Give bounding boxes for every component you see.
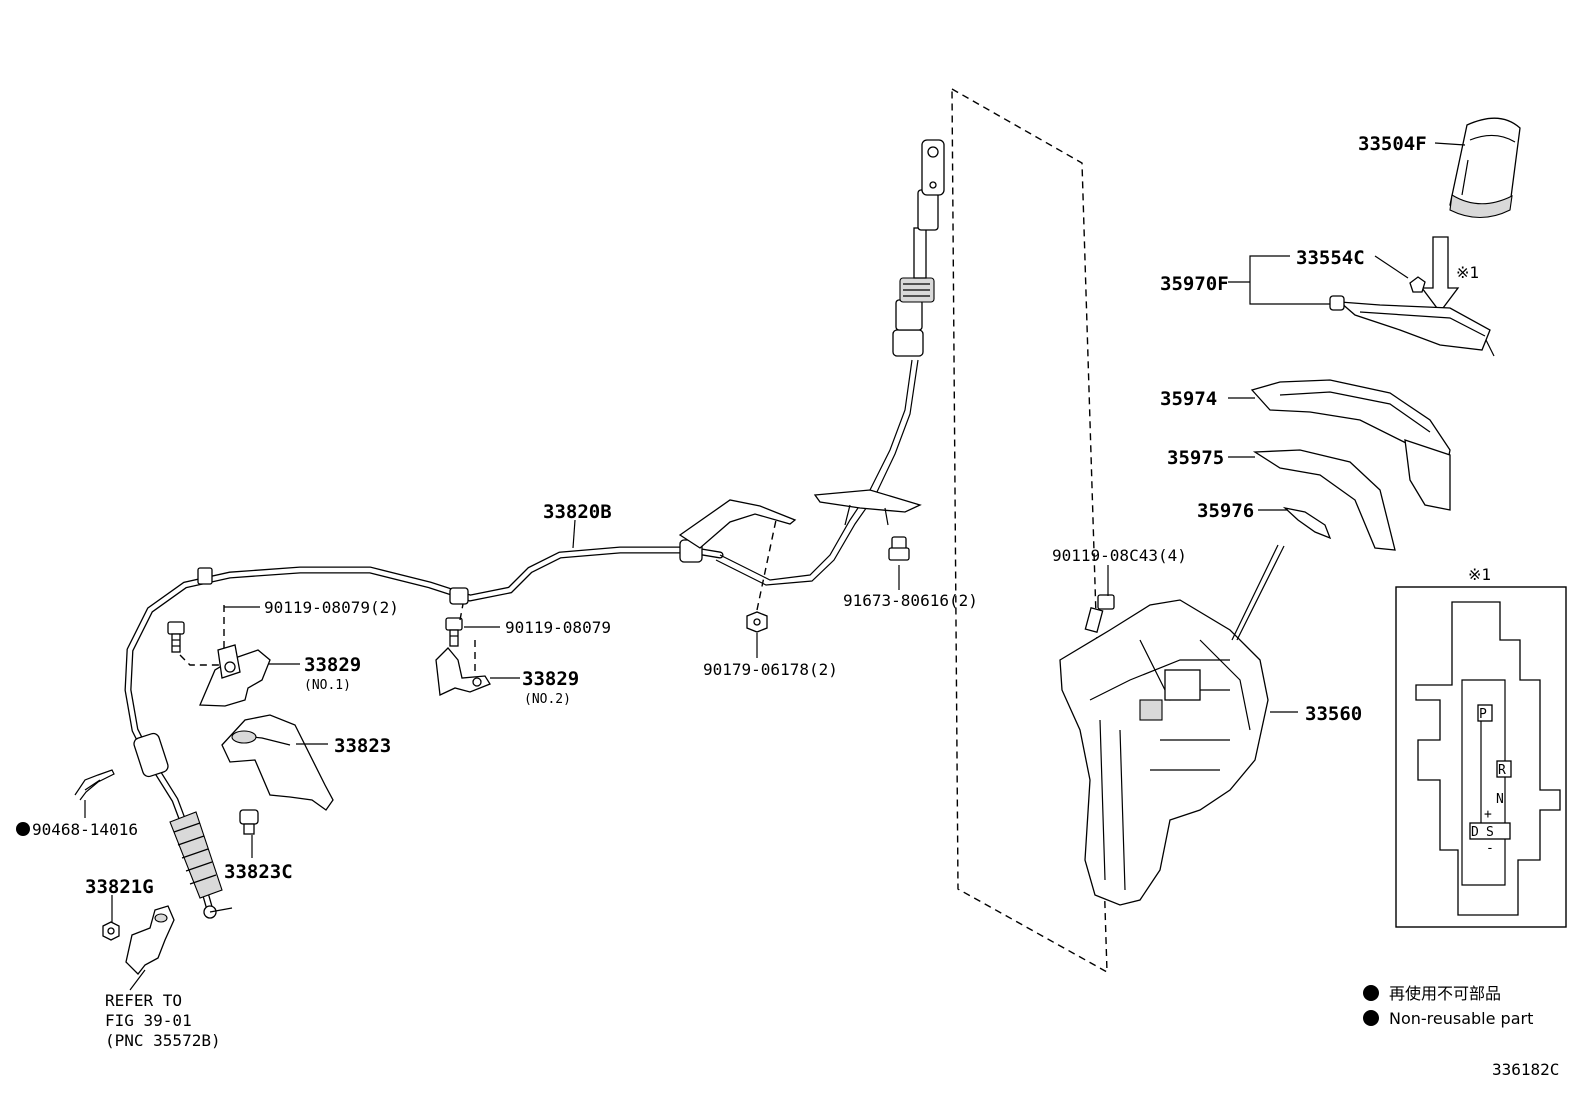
non-reusable-dot-90468 xyxy=(16,822,30,836)
label-35975: 35975 xyxy=(1167,447,1224,469)
gate-plus: + xyxy=(1484,807,1492,822)
label-33829-no1: 33829 xyxy=(304,654,361,676)
bolt-90119-08079[interactable] xyxy=(445,617,463,647)
label-33823C: 33823C xyxy=(224,861,293,883)
detail-box: P R N D S + - xyxy=(1395,586,1567,928)
leader-lines xyxy=(84,142,1466,991)
label-33829-no1-sub: (NO.1) xyxy=(304,678,351,693)
assembly-boundary-dashed xyxy=(951,88,1108,974)
shift-knob-33504F[interactable] xyxy=(1449,117,1521,218)
bolt-33823C[interactable] xyxy=(239,809,259,835)
legend-dot-jp xyxy=(1363,985,1379,1001)
label-90119-08079: 90119-08079 xyxy=(505,618,611,637)
label-90119-08C43: 90119-08C43(4) xyxy=(1052,546,1187,565)
label-35970F: 35970F xyxy=(1160,273,1229,295)
refer-line-3: (PNC 35572B) xyxy=(105,1031,221,1050)
gate-N: N xyxy=(1496,792,1504,807)
label-33821G: 33821G xyxy=(85,876,154,898)
label-33820B: 33820B xyxy=(543,501,612,523)
label-35974: 35974 xyxy=(1160,388,1217,410)
figure-code: 336182C xyxy=(1492,1060,1559,1079)
label-note-mark: ※1 xyxy=(1456,263,1479,282)
gate-minus: - xyxy=(1486,841,1494,856)
gate-S: S xyxy=(1486,825,1494,840)
legend-dot-en xyxy=(1363,1010,1379,1026)
refer-line-2: FIG 39-01 xyxy=(105,1011,192,1030)
nut-90179-06178[interactable] xyxy=(746,611,768,633)
cover-33823[interactable] xyxy=(221,714,334,811)
gate-D: D xyxy=(1471,825,1479,840)
bracket-ref-fig-39-01[interactable] xyxy=(125,905,175,975)
label-90119-08079-2: 90119-08079(2) xyxy=(264,598,399,617)
label-33560: 33560 xyxy=(1305,703,1362,725)
clip-90468-14016[interactable] xyxy=(74,769,115,801)
label-33823: 33823 xyxy=(334,735,391,757)
trim-35974[interactable] xyxy=(1250,379,1451,511)
label-33554C: 33554C xyxy=(1296,247,1365,269)
piece-35976[interactable] xyxy=(1282,506,1332,540)
legend-text-jp: 再使用不可部品 xyxy=(1389,984,1501,1003)
gate-R: R xyxy=(1498,763,1506,778)
bolt-91673-80616[interactable] xyxy=(888,536,910,561)
bracket-33829-no1[interactable] xyxy=(199,644,271,707)
label-33829-no2: 33829 xyxy=(522,668,579,690)
detail-box-title: ※1 xyxy=(1468,565,1491,584)
nut-33821G[interactable] xyxy=(102,921,120,941)
bracket-33829-no2[interactable] xyxy=(435,647,491,696)
panel-35975[interactable] xyxy=(1252,449,1396,551)
label-33504F: 33504F xyxy=(1358,133,1427,155)
label-33829-no2-sub: (NO.2) xyxy=(524,692,571,707)
label-91673-80616: 91673-80616(2) xyxy=(843,591,978,610)
label-90468-14016: 90468-14016 xyxy=(32,820,138,839)
refer-line-1: REFER TO xyxy=(105,991,182,1010)
bolt-90119-08079-2[interactable] xyxy=(167,621,185,653)
clip-33554C[interactable] xyxy=(1409,276,1426,293)
label-90179-06178: 90179-06178(2) xyxy=(703,660,838,679)
assembly-arrow xyxy=(1420,236,1460,314)
label-35976: 35976 xyxy=(1197,500,1254,522)
indicator-35970F[interactable] xyxy=(1329,295,1495,357)
shift-lever-assy-33560[interactable] xyxy=(1059,544,1285,906)
gate-P: P xyxy=(1479,707,1487,722)
bolt-90119-08C43[interactable] xyxy=(1084,594,1115,633)
shift-cable[interactable] xyxy=(124,139,945,919)
legend-text-en: Non-reusable part xyxy=(1389,1009,1533,1028)
